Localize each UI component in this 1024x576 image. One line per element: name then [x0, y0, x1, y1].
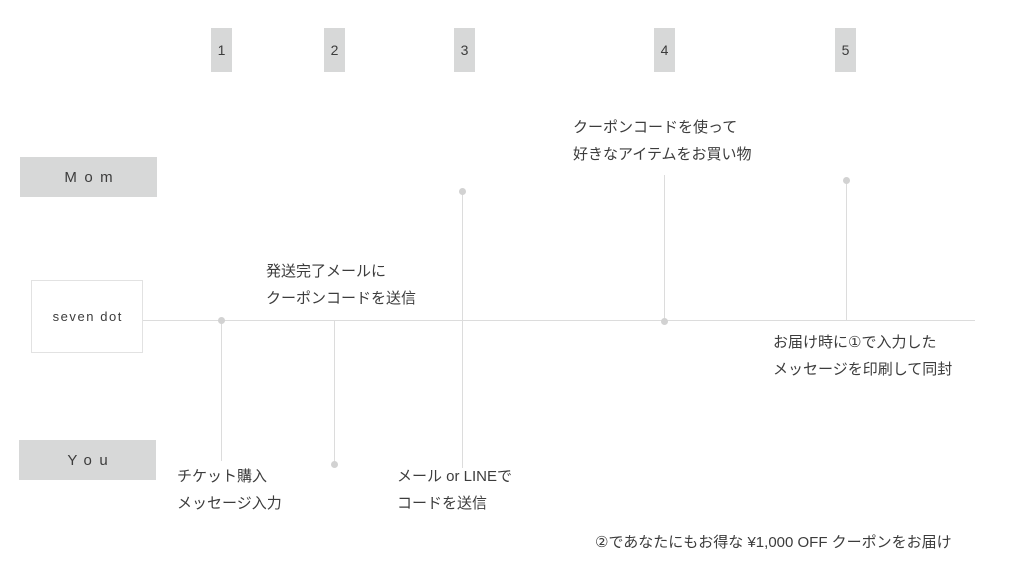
step-number-1: 1 — [211, 28, 232, 72]
connector-step-1 — [221, 320, 222, 461]
step-4-label-line-2: 好きなアイテムをお買い物 — [573, 146, 752, 163]
lane-seven-dot: seven dot — [31, 280, 143, 353]
step-1-label-line-2: メッセージ入力 — [177, 495, 282, 512]
lane-mom: Mom — [20, 157, 157, 197]
dot-step-1 — [218, 317, 225, 324]
step-3-label: メール or LINEで コードを送信 — [397, 463, 512, 517]
step-4-label: クーポンコードを使って 好きなアイテムをお買い物 — [573, 114, 752, 168]
lane-mom-label: Mom — [64, 168, 121, 186]
step-5-label-line-1: お届け時に①で入力した — [773, 334, 937, 351]
step-1-label: チケット購入 メッセージ入力 — [177, 463, 282, 517]
dot-step-3 — [459, 188, 466, 195]
step-5-label-line-2: メッセージを印刷して同封 — [773, 361, 953, 378]
step-number-2: 2 — [324, 28, 345, 72]
step-number-3: 3 — [454, 28, 475, 72]
step-number-5: 5 — [835, 28, 856, 72]
step-number-1-label: 1 — [217, 42, 226, 58]
dot-step-2 — [331, 461, 338, 468]
dot-step-4 — [661, 318, 668, 325]
connector-step-5 — [846, 180, 847, 321]
step-1-label-line-1: チケット購入 — [177, 468, 268, 485]
step-2-label-line-2: クーポンコードを送信 — [266, 290, 417, 307]
step-4-label-line-1: クーポンコードを使って — [573, 119, 738, 136]
lane-seven-dot-label: seven dot — [52, 309, 123, 324]
step-3-label-line-1: メール or LINEで — [397, 468, 513, 485]
step-2-label: 発送完了メールに クーポンコードを送信 — [266, 258, 416, 312]
step-number-2-label: 2 — [330, 42, 339, 58]
bottom-note: ②であなたにもお得な ¥1,000 OFF クーポンをお届け — [595, 534, 952, 551]
step-number-3-label: 3 — [460, 42, 469, 58]
timeline — [143, 320, 975, 321]
step-number-5-label: 5 — [841, 42, 850, 58]
step-number-4-label: 4 — [660, 42, 669, 58]
step-2-label-line-1: 発送完了メールに — [266, 263, 387, 280]
connector-step-2 — [334, 320, 335, 464]
lane-you-label: You — [67, 451, 116, 469]
step-5-label: お届け時に①で入力した メッセージを印刷して同封 — [773, 329, 952, 383]
step-3-label-line-2: コードを送信 — [397, 495, 488, 512]
dot-step-5 — [843, 177, 850, 184]
connector-step-4 — [664, 175, 665, 321]
lane-you: You — [19, 440, 156, 480]
step-number-4: 4 — [654, 28, 675, 72]
connector-step-3 — [462, 191, 463, 468]
